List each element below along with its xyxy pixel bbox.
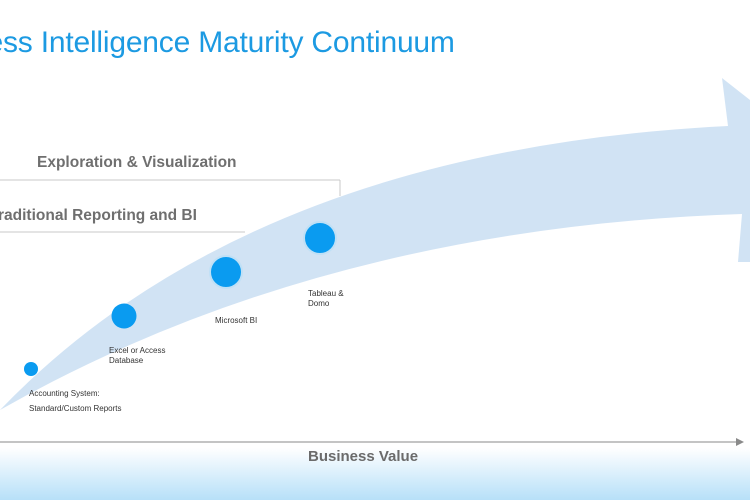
node-microsoft-bi	[209, 255, 243, 289]
page-title: ness Intelligence Maturity Continuum	[0, 26, 455, 59]
bottom-gradient-band	[0, 448, 750, 500]
x-axis-label: Business Value	[308, 448, 419, 465]
node-excel-access	[111, 303, 137, 329]
tier-label-traditional: raditional Reporting and BI	[0, 207, 197, 224]
node-label-tableau-domo: Tableau & Domo	[308, 289, 344, 308]
node-label-accounting-system: Accounting System: Standard/Custom Repor…	[29, 389, 122, 413]
node-tableau-domo	[303, 221, 337, 255]
growth-arrow	[0, 78, 750, 410]
node-label-excel-access: Excel or Access Database	[109, 346, 166, 365]
node-label-microsoft-bi: Microsoft BI	[215, 316, 258, 325]
x-axis-arrowhead	[736, 438, 744, 446]
node-accounting-system	[24, 362, 38, 376]
tier-label-exploration: Exploration & Visualization	[37, 154, 237, 171]
